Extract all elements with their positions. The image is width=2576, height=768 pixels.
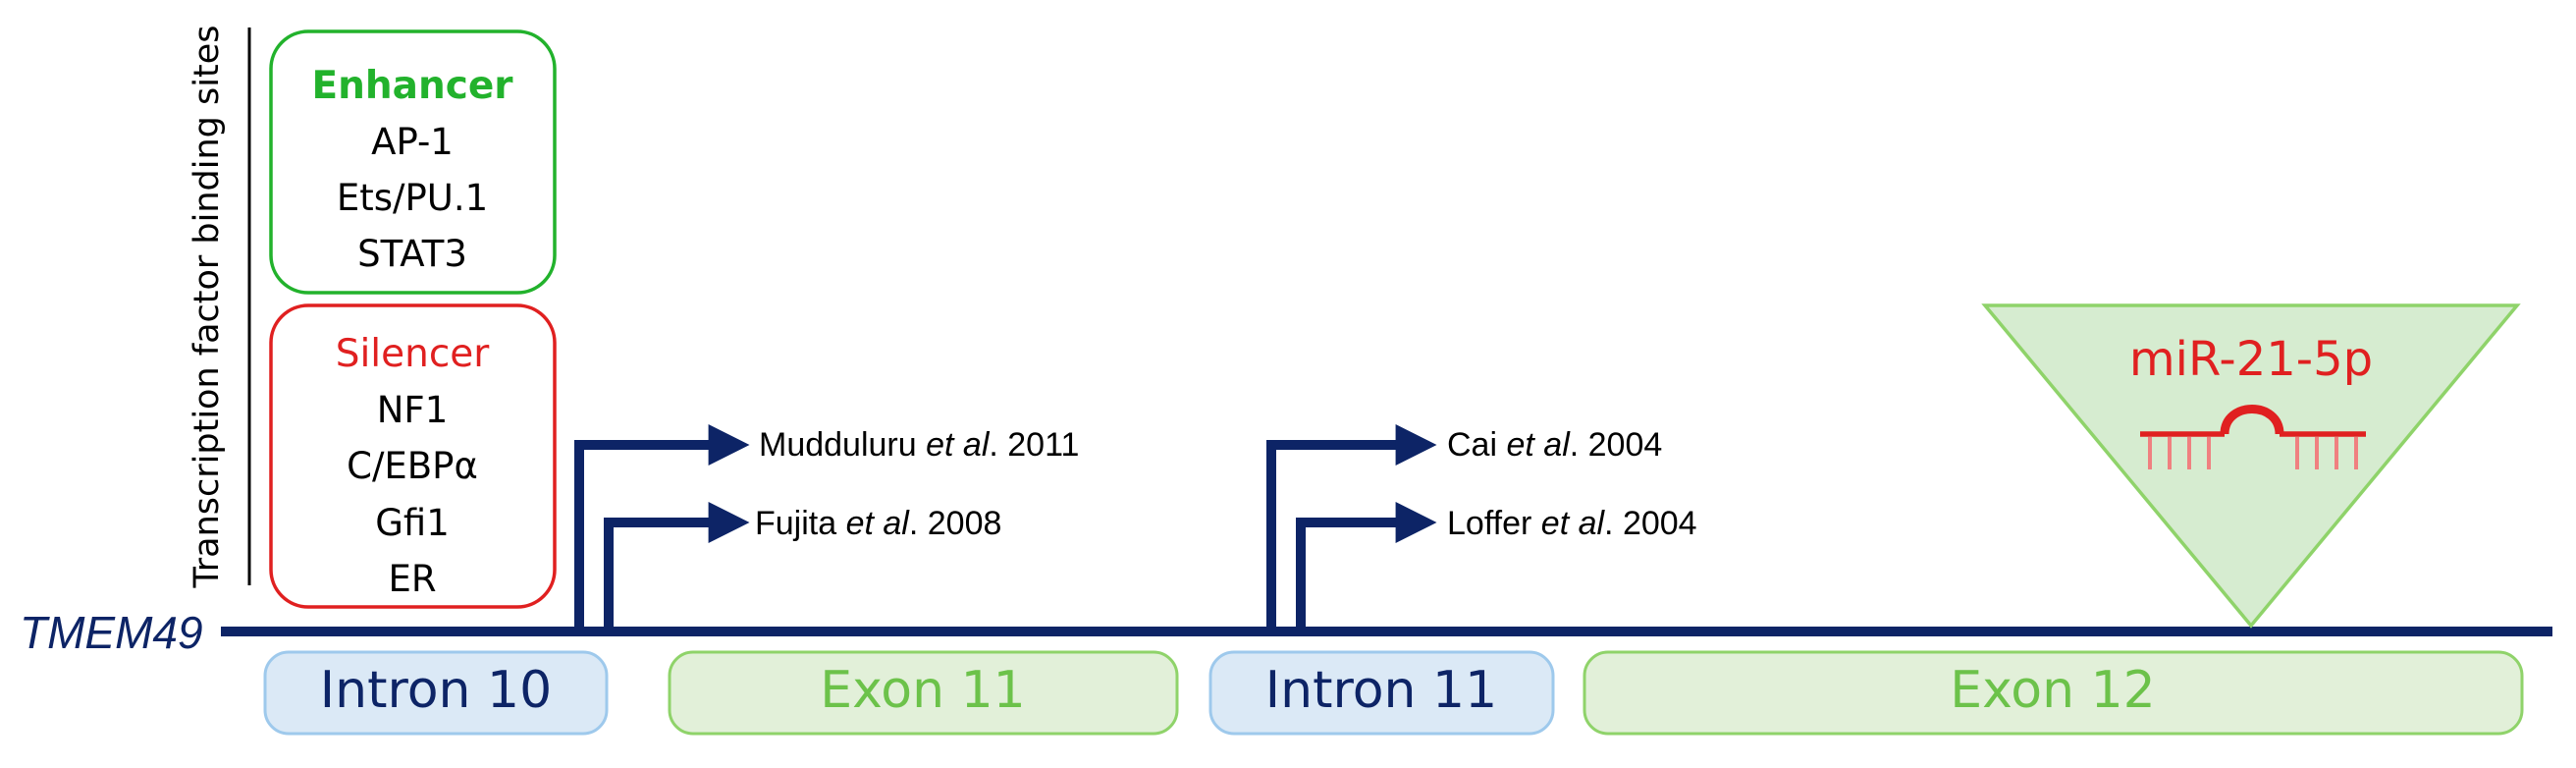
enhancer-box: Enhancer AP-1 Ets/PU.1 STAT3: [269, 29, 557, 295]
segment-intron-10-box: [263, 650, 609, 736]
silencer-factor: ER: [388, 558, 436, 600]
promoter-arrow-1: [574, 424, 750, 629]
silencer-box-frame: [269, 303, 557, 609]
silencer-factor: C/EBPα: [347, 445, 478, 487]
segment-label: Intron 11: [1265, 661, 1497, 720]
silencer-box: Silencer NF1 C/EBPα Gfi1 ER: [269, 303, 557, 609]
mirna-hairpin-icon: [2140, 405, 2366, 469]
mirna-label: miR-21-5p: [2129, 332, 2373, 387]
segment-exon-11-box: [668, 650, 1179, 736]
promoter-reference: Fujita et al. 2008: [755, 505, 1001, 542]
segment-exon-12: Exon 12: [1583, 650, 2524, 736]
promoter-arrow-3: [1266, 424, 1437, 629]
promoter-reference: Loffer et al. 2004: [1447, 505, 1697, 542]
segment-label: Intron 10: [320, 661, 552, 720]
promoter-arrow-4: [1296, 502, 1437, 629]
silencer-factor: NF1: [377, 389, 449, 431]
segment-intron-11: Intron 11: [1208, 650, 1555, 736]
segment-label: Exon 11: [820, 661, 1026, 720]
promoter-arrow-2: [604, 502, 750, 629]
enhancer-factor: Ets/PU.1: [337, 177, 488, 219]
mirna-triangle: [1981, 303, 2521, 629]
enhancer-box-frame: [269, 29, 557, 295]
mirna-locus: miR-21-5p: [1981, 303, 2521, 629]
silencer-title: Silencer: [336, 332, 491, 376]
segment-exon-12-box: [1583, 650, 2524, 736]
side-label: Transcription factor binding sites: [188, 26, 227, 589]
promoter-reference: Cai et al. 2004: [1447, 426, 1662, 464]
silencer-factor: Gfi1: [375, 502, 450, 544]
enhancer-title: Enhancer: [311, 64, 513, 108]
segment-exon-11: Exon 11: [668, 650, 1179, 736]
segment-label: Exon 12: [1950, 661, 2156, 720]
segment-intron-10: Intron 10: [263, 650, 609, 736]
promoter-reference: Mudduluru et al. 2011: [759, 426, 1079, 464]
gene-label: TMEM49: [20, 607, 203, 658]
segment-intron-11-box: [1208, 650, 1555, 736]
enhancer-factor: STAT3: [357, 233, 467, 275]
enhancer-factor: AP-1: [371, 121, 454, 163]
